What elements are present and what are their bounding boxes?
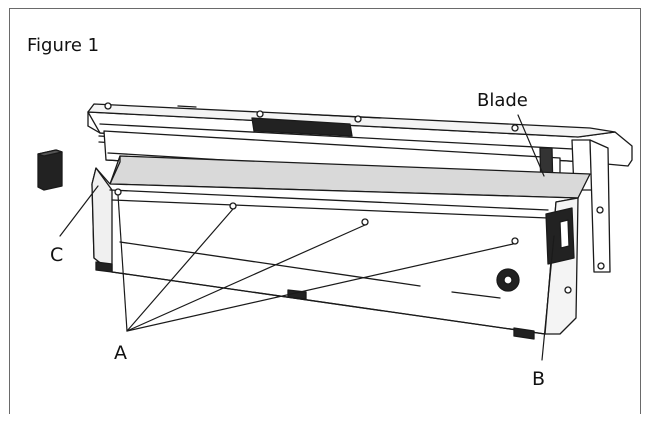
figure-title: Figure 1 — [27, 35, 100, 56]
leader-a-2 — [126, 208, 234, 332]
leader-a-4 — [126, 243, 514, 332]
callout-b-label: B — [532, 368, 546, 390]
leader-b — [541, 235, 555, 361]
callout-blade-label: Blade — [477, 90, 528, 111]
callout-c-label: C — [50, 244, 64, 266]
leader-a-3 — [126, 224, 366, 332]
leader-c — [59, 185, 99, 237]
figure-frame — [9, 8, 641, 414]
leader-blade — [517, 114, 545, 177]
end-cap-part — [37, 149, 63, 191]
leader-lines — [59, 114, 555, 361]
leader-a-1 — [117, 194, 128, 332]
callout-a-label: A — [114, 342, 127, 364]
machine-base — [91, 167, 579, 340]
